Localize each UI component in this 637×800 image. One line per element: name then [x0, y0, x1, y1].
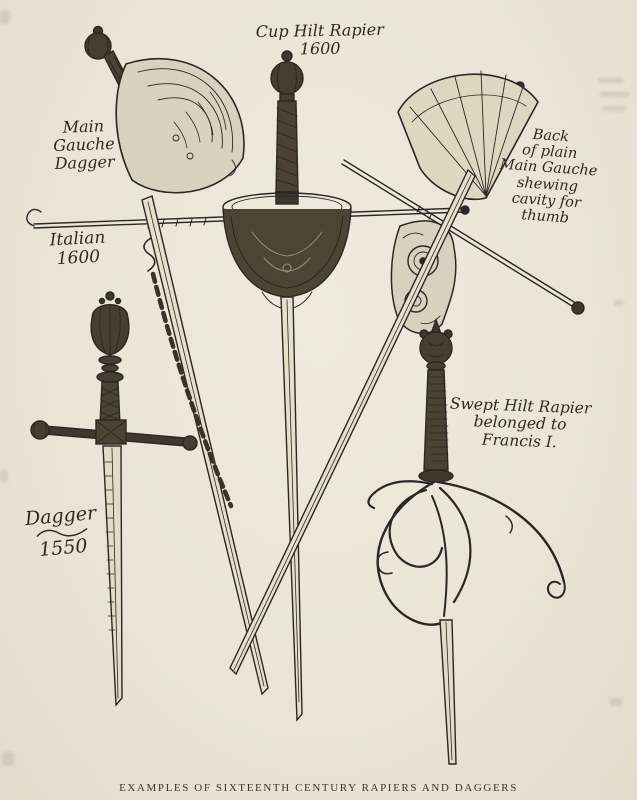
page-bleed-mark	[614, 300, 624, 306]
dagger-1550-illustration	[30, 291, 198, 707]
plate-caption: EXAMPLES OF SIXTEENTH CENTURY RAPIERS AN…	[119, 782, 518, 794]
label-line: Dagger	[54, 151, 115, 173]
label-back-of-plain-main-gauche: Back of plain Main Gauche shewing cavity…	[487, 124, 610, 229]
label-swept-hilt-rapier: Swept Hilt Rapier belonged to Francis I.	[443, 395, 597, 452]
page-bleed-mark	[610, 698, 622, 706]
page-bleed-mark	[2, 752, 14, 766]
main-gauche-dagger-illustration	[84, 25, 269, 696]
page-bleed-mark	[598, 78, 624, 83]
label-main-gauche-dagger: Main Gauche Dagger	[35, 116, 133, 173]
label-italian-1600: Italian 1600	[33, 228, 123, 271]
label-cup-hilt-rapier: Cup Hilt Rapier 1600	[252, 20, 389, 59]
back-of-plain-main-gauche-illustration	[229, 70, 585, 676]
page-bleed-mark	[0, 470, 8, 482]
label-dagger-1550: Dagger 1550	[12, 502, 112, 564]
page-bleed-mark	[0, 10, 10, 24]
cup-hilt-rapier-illustration	[222, 50, 352, 722]
pen-flourish	[36, 528, 88, 538]
page-bleed-mark	[602, 106, 626, 111]
page-bleed-mark	[600, 92, 630, 97]
swept-hilt-rapier-illustration	[367, 317, 566, 765]
label-line: 1600	[299, 38, 341, 59]
